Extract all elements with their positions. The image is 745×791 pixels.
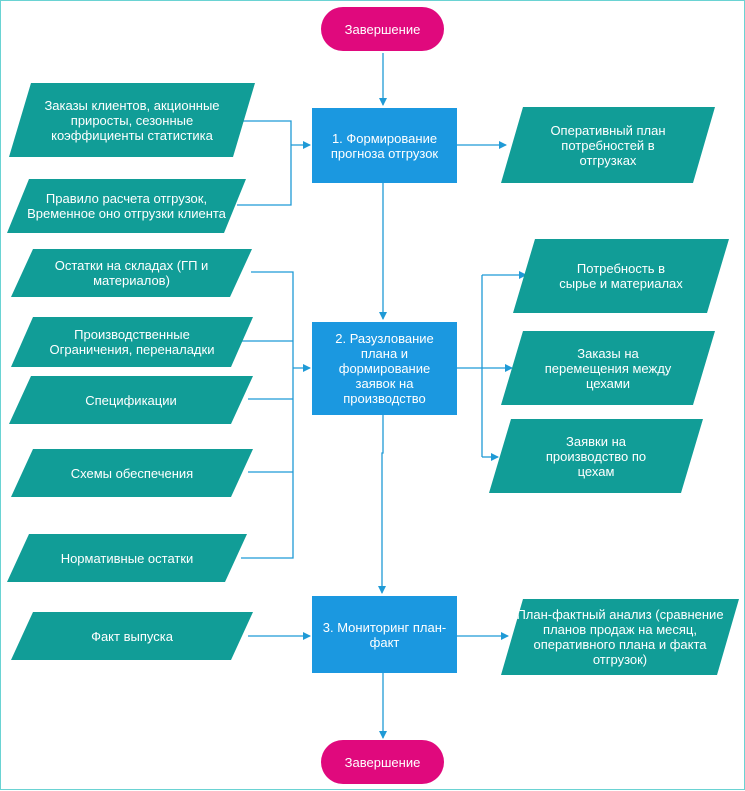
arrow-p2-to-p3 <box>378 415 386 594</box>
output-materials-demand: Потребность в сырье и материалах <box>513 239 729 313</box>
input-supply-schemes: Схемы обеспечения <box>11 449 253 497</box>
start-terminal: Завершение <box>321 7 444 51</box>
connector-orders <box>222 120 292 145</box>
process-explosion: 2. Разузлование плана и формирование зая… <box>312 322 457 415</box>
input-specifications: Спецификации <box>9 376 253 424</box>
arrow-p2-to-materials <box>481 275 526 457</box>
output-transfer-orders: Заказы на перемещения между цехами <box>501 331 715 405</box>
input-output-fact: Факт выпуска <box>11 612 253 660</box>
input-stocks: Остатки на складах (ГП и материалов) <box>11 249 252 297</box>
connector-rule <box>237 145 292 206</box>
process-forecast: 1. Формирование прогноза отгрузок <box>312 108 457 183</box>
output-production-requests: Заявки на производство по цехам <box>489 419 703 493</box>
input-constraints: Производственные Ограничения, переналадк… <box>11 317 253 367</box>
output-operational-plan: Оперативный план потребностей в отгрузка… <box>501 107 715 183</box>
input-bus-p2 <box>241 271 294 559</box>
output-plan-fact-analysis: План-фактный анализ (сравнение планов пр… <box>501 599 739 675</box>
input-shipment-rule: Правило расчета отгрузок, Временное оно … <box>7 179 246 233</box>
input-orders: Заказы клиентов, акционные приросты, сез… <box>9 83 255 157</box>
input-norm-stocks: Нормативные остатки <box>7 534 247 582</box>
process-monitoring: 3. Мониторинг план-факт <box>312 596 457 673</box>
end-terminal: Завершение <box>321 740 444 784</box>
